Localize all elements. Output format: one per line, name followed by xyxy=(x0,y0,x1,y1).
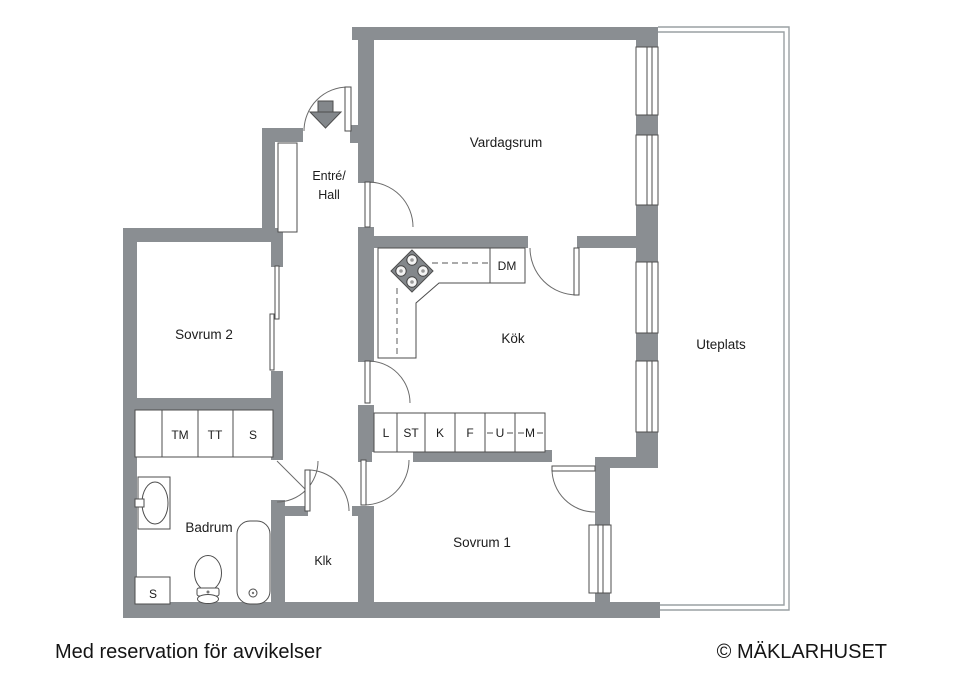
wall-bedroom1-east-b xyxy=(595,593,610,604)
bathroom-cabinet-box xyxy=(134,576,171,605)
room-label-klk: Klk xyxy=(314,554,332,568)
room-label-patio: Uteplats xyxy=(696,337,746,352)
wall-kitchen-west-a xyxy=(358,236,374,362)
windows-layer xyxy=(588,46,659,594)
wall-bedroom2-east-a xyxy=(271,242,283,267)
room-label-hall-line2: Hall xyxy=(318,188,340,202)
door-bedroom1-right xyxy=(551,465,596,513)
wall-bedroom2-north xyxy=(123,228,283,242)
label-tumble-dryer: TT xyxy=(208,428,223,442)
door-bedroom1-left xyxy=(360,459,410,506)
footer-disclaimer: Med reservation för avvikelser xyxy=(55,641,322,663)
window-kitchen-1 xyxy=(635,261,659,334)
entrance-arrow-icon xyxy=(308,100,343,129)
wall-east-pier-4 xyxy=(636,333,658,362)
wall-entry-jamb xyxy=(350,125,359,143)
stove-icon xyxy=(390,249,434,293)
room-label-bathroom: Badrum xyxy=(185,520,232,535)
door-hall-livingroom xyxy=(364,181,414,228)
room-label-kitchen: Kök xyxy=(501,331,525,346)
wall-west-exterior xyxy=(123,228,137,618)
entry-door xyxy=(303,86,352,132)
label-cleaning-closet: ST xyxy=(403,426,419,440)
door-livingroom-kitchen xyxy=(529,247,580,296)
label-cabinet-upper: S xyxy=(249,428,257,442)
laundry-closet-row xyxy=(134,409,274,458)
wall-bedroom1-east-a xyxy=(595,457,610,525)
wall-bedroom1-west xyxy=(358,506,374,604)
wall-livingroom-west xyxy=(358,40,374,183)
wall-klk-north-west xyxy=(271,506,308,516)
patio-border-outer xyxy=(658,26,790,611)
label-oven: U xyxy=(496,426,505,440)
wall-bathroom-east xyxy=(271,500,285,604)
patio-border-inner xyxy=(658,31,785,606)
walls-layer xyxy=(123,27,660,618)
label-linen-closet: L xyxy=(383,426,390,440)
label-washing-machine: TM xyxy=(171,428,188,442)
room-label-bedroom2: Sovrum 2 xyxy=(175,327,233,342)
kitchen-counter xyxy=(377,247,526,359)
wall-bedroom1-north-east xyxy=(610,457,658,468)
wall-kitchen-north-a xyxy=(370,236,528,248)
wall-kitchen-north-b xyxy=(577,236,637,248)
wall-hall-west xyxy=(262,128,275,240)
wall-corridor-west xyxy=(271,398,283,460)
room-label-hall-line1: Entré/ xyxy=(312,169,346,183)
sliding-door-bedroom2 xyxy=(269,265,280,371)
wall-east-pier-3 xyxy=(636,205,658,263)
label-fridge: K xyxy=(436,426,444,440)
wall-east-pier-2 xyxy=(636,115,658,135)
wall-kitchen-south xyxy=(413,450,552,462)
room-label-living-room: Vardagsrum xyxy=(470,135,543,150)
wall-bedroom2-east-b xyxy=(271,371,283,402)
kitchen-appliance-row xyxy=(373,412,546,453)
doors-layer xyxy=(269,86,596,513)
label-microwave: M xyxy=(525,426,535,440)
label-freezer: F xyxy=(466,426,473,440)
window-bedroom1 xyxy=(588,524,612,594)
door-corridor-kitchen xyxy=(364,360,411,404)
wall-top xyxy=(352,27,658,40)
bathroom-fixtures xyxy=(134,476,271,605)
wall-kitchen-west-b xyxy=(358,405,374,452)
wall-east-pier-5 xyxy=(636,432,658,460)
window-livingroom-1 xyxy=(635,46,659,116)
window-livingroom-2 xyxy=(635,134,659,206)
toilet-icon xyxy=(194,555,222,604)
wall-hinge-stub xyxy=(358,452,372,462)
patio-border xyxy=(658,26,790,611)
label-cabinet-lower: S xyxy=(149,587,157,601)
window-kitchen-2 xyxy=(635,360,659,433)
wall-bedroom2-south xyxy=(137,398,283,412)
door-bathroom xyxy=(276,460,319,503)
bathtub-icon xyxy=(236,520,271,605)
wall-south-exterior xyxy=(123,602,660,618)
footer-brand: © MÄKLARHUSET xyxy=(717,641,887,663)
label-dishwasher: DM xyxy=(498,259,517,273)
hall-wardrobe xyxy=(277,142,298,233)
sink-icon xyxy=(134,476,171,530)
door-klk xyxy=(304,469,350,512)
wall-east-pier-1 xyxy=(636,40,658,47)
room-label-bedroom1: Sovrum 1 xyxy=(453,535,511,550)
